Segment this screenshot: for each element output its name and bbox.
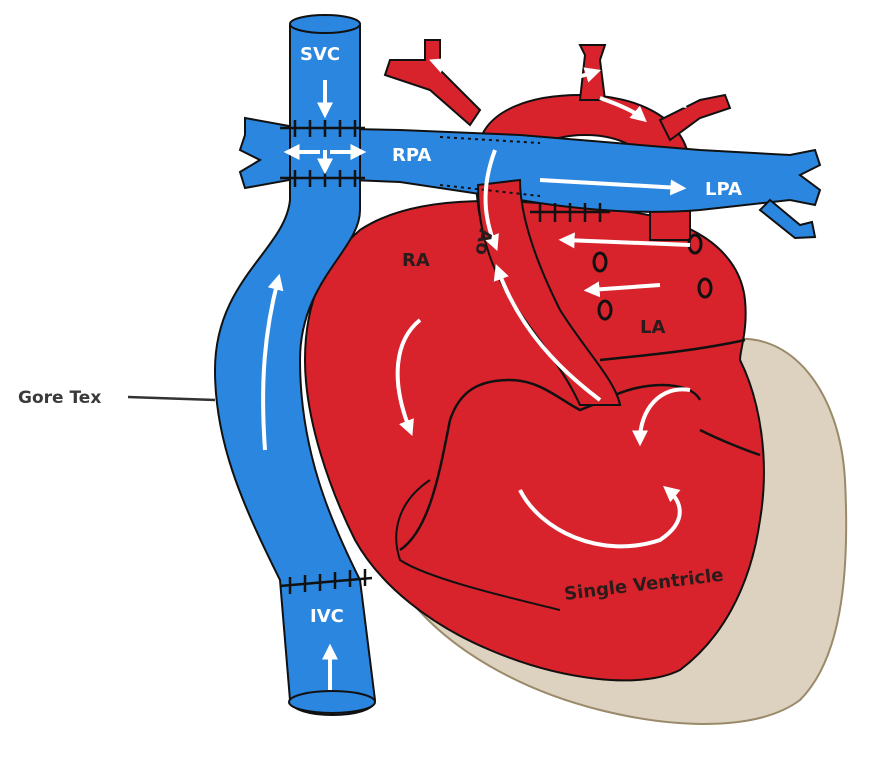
aortic-branch-left (383, 39, 482, 127)
pulmonary-vein-ovals (592, 233, 713, 321)
label-gore-tex: Gore Tex (18, 388, 101, 408)
label-rpa: RPA (392, 145, 431, 166)
atrial-floor-line (599, 338, 746, 362)
label-ra: RA (402, 250, 430, 271)
label-svc: SVC (300, 44, 340, 65)
ivc-opening (288, 690, 376, 714)
ventricle-notch (699, 428, 761, 457)
suture-ivc (279, 569, 373, 594)
pa-behind-dots-top (439, 136, 541, 144)
ao-arrow (483, 149, 499, 251)
label-lpa: LPA (705, 179, 742, 200)
label-la: LA (640, 317, 665, 338)
aorta-front (476, 178, 622, 406)
pa-behind-dots-bottom (439, 184, 541, 197)
ventricle-wall-line (395, 479, 561, 611)
flow-arrows (261, 58, 701, 690)
label-ao: Ao (471, 227, 496, 257)
suture-pa (530, 203, 610, 222)
label-ivc: IVC (310, 606, 344, 627)
svc-opening (289, 14, 361, 34)
suture-svc-bottom (280, 170, 365, 187)
aortic-branch-right (658, 93, 732, 142)
ventricle-septum-line (399, 378, 702, 552)
gore-tex-leader (127, 395, 216, 402)
suture-svc-top (280, 120, 365, 137)
lpa-lower-branch (758, 198, 817, 240)
